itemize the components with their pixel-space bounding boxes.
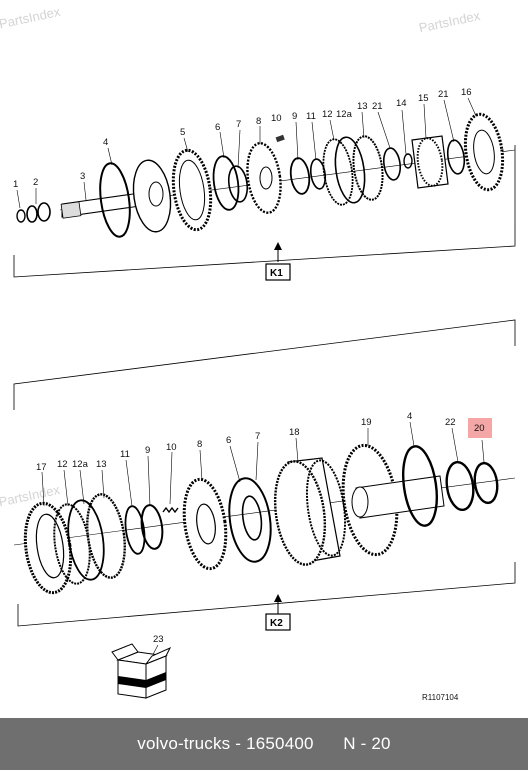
- k2-label-22: 22: [445, 417, 456, 428]
- k1-part-6[interactable]: [210, 155, 241, 212]
- k2-part-18-back: [305, 459, 347, 557]
- k1-label-3: 3: [80, 171, 85, 182]
- k2-label-11: 11: [120, 449, 130, 460]
- box-band: [118, 672, 166, 688]
- watermark-mid-left: PartsIndex: [0, 482, 62, 510]
- k2-label-4: 4: [407, 411, 412, 422]
- k1-label-9: 9: [292, 111, 297, 122]
- k1-label-11: 11: [306, 111, 316, 122]
- k1-part-8[interactable]: [243, 141, 284, 215]
- k1-part-2b[interactable]: [37, 202, 51, 222]
- k2-label-20: 20: [474, 423, 485, 434]
- k1-part-21a[interactable]: [382, 147, 402, 181]
- k1-label-12a: 12a: [336, 109, 353, 120]
- k1-label-5: 5: [180, 127, 185, 138]
- k2-leaders: [41, 421, 485, 507]
- k2-part-19-bore: [351, 486, 369, 518]
- k1-label-21b: 21: [438, 89, 449, 100]
- k2-part-9[interactable]: [139, 504, 165, 550]
- box-flap-left: [111, 643, 139, 661]
- k1-drum-hub: [148, 181, 164, 207]
- k2-label-13: 13: [96, 459, 107, 470]
- k2-part-17-inner: [35, 513, 65, 579]
- k2-frame-bottom: [17, 562, 516, 627]
- k1-part-3-spline: [60, 201, 82, 219]
- k1-label-8: 8: [256, 116, 261, 127]
- k1-label-2: 2: [33, 177, 38, 188]
- k2-arrow-head: [274, 594, 282, 602]
- k1-arrow-head: [274, 242, 282, 250]
- k2-label-9: 9: [145, 445, 150, 456]
- footer-text: volvo-trucks - 1650400 N - 20: [137, 734, 391, 753]
- k1-part-15[interactable]: [411, 135, 449, 189]
- k2-part-8[interactable]: [179, 477, 231, 572]
- drawing-ref: R1107104: [422, 693, 459, 702]
- k1-part-14[interactable]: [403, 153, 413, 169]
- k1-label-13: 13: [357, 101, 368, 112]
- watermark-top-left: PartsIndex: [0, 4, 62, 32]
- k2-part-13[interactable]: [82, 492, 129, 580]
- k2-part-22[interactable]: [444, 460, 476, 512]
- k2-label-17: 17: [36, 462, 47, 473]
- footer-bar: volvo-trucks - 1650400 N - 20: [0, 718, 528, 770]
- k2-part-20[interactable]: [472, 461, 499, 505]
- k2-label-10: 10: [166, 442, 177, 453]
- k2-label-18: 18: [289, 427, 300, 438]
- k2-part-6[interactable]: [224, 476, 275, 565]
- k1-part-15-face: [416, 137, 444, 187]
- k1-tag: K1: [270, 268, 283, 279]
- k1-part-5[interactable]: [169, 148, 216, 232]
- k1-label-7: 7: [236, 119, 241, 130]
- k1-label-10: 10: [271, 113, 282, 124]
- k2-label-6: 6: [226, 435, 231, 446]
- k1-part-13[interactable]: [350, 134, 387, 201]
- k2-part-7[interactable]: [240, 495, 264, 541]
- k2-part-8-hub: [196, 503, 216, 545]
- k1-part-2a[interactable]: [26, 205, 38, 223]
- k1-part-9[interactable]: [289, 157, 312, 195]
- k2-part-18-front: [273, 460, 327, 566]
- highlight-box-20[interactable]: [468, 418, 492, 438]
- k1-label-12: 12: [322, 109, 333, 120]
- k1-label-1: 1: [13, 179, 18, 190]
- k1-part-7[interactable]: [227, 165, 250, 203]
- k2-label-8: 8: [197, 439, 202, 450]
- part-23-box[interactable]: 23: [111, 634, 172, 699]
- k2-label-12: 12: [57, 459, 68, 470]
- k2-frame: [13, 319, 516, 410]
- k1-label-14: 14: [396, 98, 407, 109]
- parts-diagram: PartsIndex PartsIndex PartsIndex: [0, 4, 516, 702]
- k1-label-6: 6: [215, 122, 220, 133]
- k1-part-8-hub: [259, 166, 273, 190]
- k1-part-16-inner: [473, 129, 495, 175]
- k1-tag-box: [265, 263, 291, 281]
- k1-label-4: 4: [103, 137, 108, 148]
- k1-part-12a[interactable]: [332, 135, 369, 204]
- k1-part-12[interactable]: [320, 137, 357, 206]
- panel-k1: 1 2 3 4 5 6 7 8 10 9 11 12 12a 13 21 14 …: [13, 87, 516, 281]
- panel-k2: 17 12 12a 13 11 9 10 8 6 7 18 19 4 22 20…: [13, 319, 516, 631]
- k2-label-19: 19: [361, 417, 372, 428]
- watermark-top-right: PartsIndex: [417, 8, 481, 36]
- k2-part-12a[interactable]: [64, 498, 109, 582]
- k2-label-12a: 12a: [72, 459, 89, 470]
- k1-label-21a: 21: [372, 101, 383, 112]
- k1-frame: [13, 224, 516, 278]
- k2-tag: K2: [270, 618, 283, 629]
- label-23: 23: [153, 634, 164, 645]
- k1-leaders: [16, 97, 477, 209]
- k2-part-4[interactable]: [399, 444, 442, 528]
- k1-part-5-inner: [178, 159, 206, 221]
- k1-part-4[interactable]: [96, 161, 134, 238]
- k2-part-10[interactable]: [162, 506, 179, 514]
- k1-label-16: 16: [461, 87, 472, 98]
- k2-tag-box: [265, 613, 291, 631]
- k2-part-11[interactable]: [123, 505, 148, 555]
- k1-part-10[interactable]: [275, 134, 285, 143]
- k1-part-1[interactable]: [16, 209, 26, 223]
- k1-part-16[interactable]: [461, 112, 507, 192]
- k1-label-15: 15: [418, 93, 429, 104]
- k2-label-7: 7: [255, 431, 260, 442]
